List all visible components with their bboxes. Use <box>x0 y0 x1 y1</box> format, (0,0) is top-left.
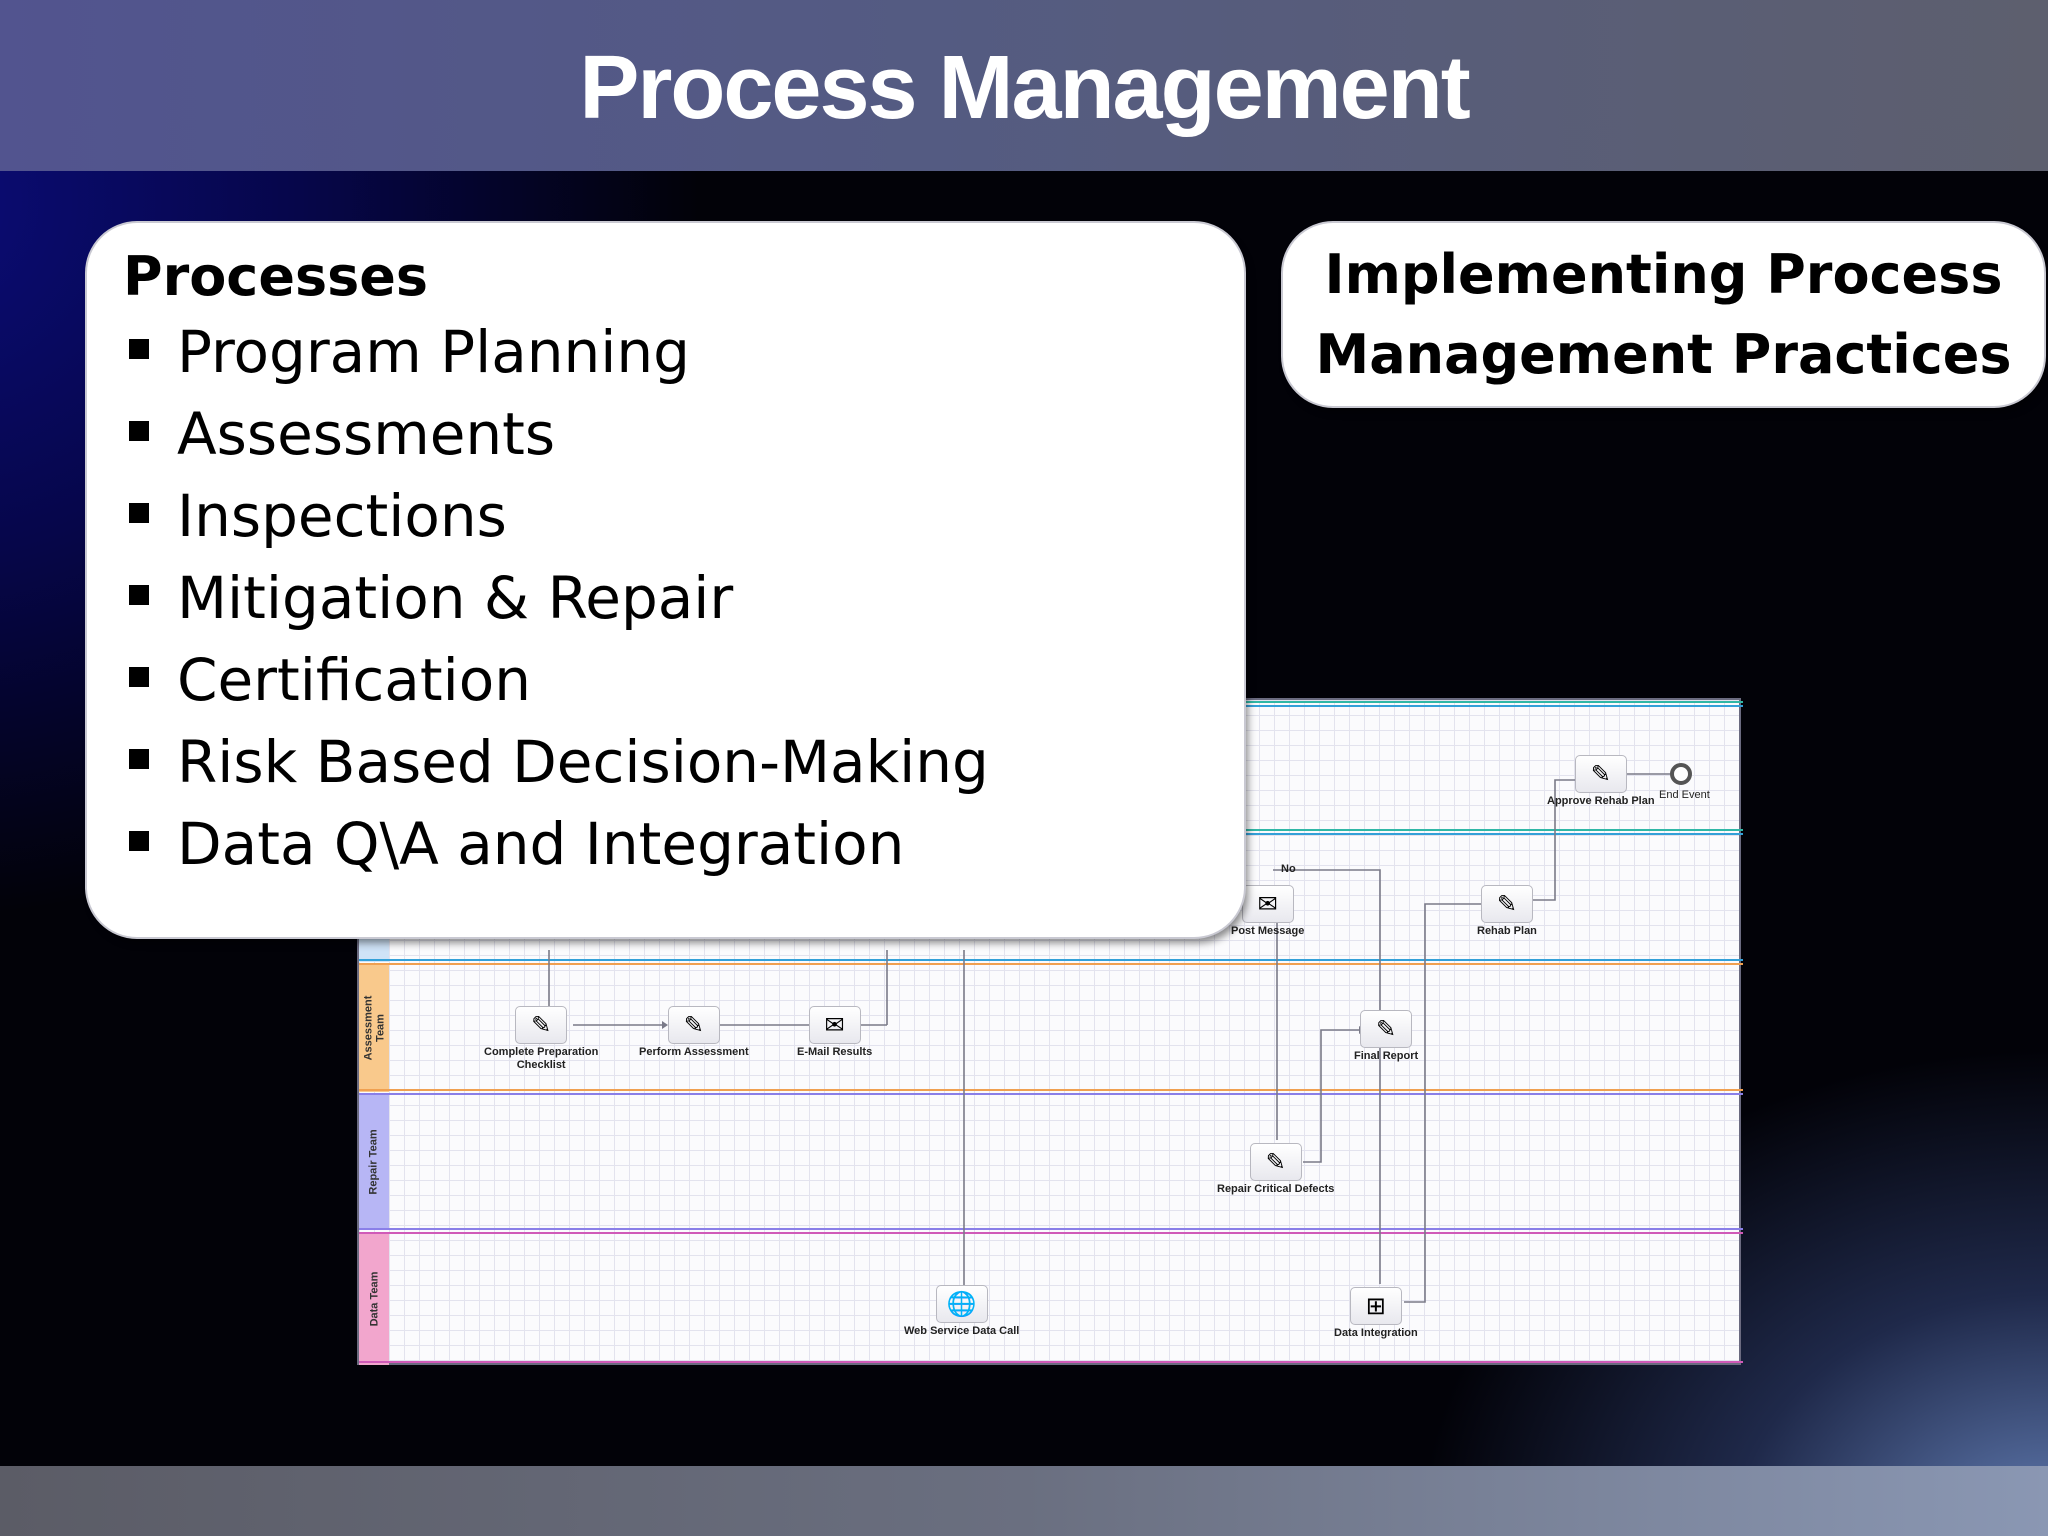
square-bullet-icon <box>129 667 149 687</box>
lane-label-assessment: Assessment Team <box>362 995 387 1061</box>
task-web-service-data-call[interactable]: 🌐 Web Service Data Call <box>904 1285 1019 1338</box>
task-complete-preparation-checklist[interactable]: ✎ Complete Preparation Checklist <box>484 1006 598 1072</box>
lane-band-assessment <box>359 964 389 1092</box>
integration-icon: ⊞ <box>1349 1287 1402 1325</box>
list-item: Certification <box>123 639 1208 721</box>
slide-title: Process Management <box>579 38 1470 138</box>
pencil-note-icon: ✎ <box>515 1006 568 1044</box>
message-icon: ✉ <box>1241 885 1294 923</box>
pencil-note-icon: ✎ <box>1360 1010 1413 1048</box>
list-item: Inspections <box>123 475 1208 557</box>
square-bullet-icon <box>129 831 149 851</box>
pencil-note-icon: ✎ <box>1249 1143 1302 1181</box>
list-item: Assessments <box>123 393 1208 475</box>
square-bullet-icon <box>129 585 149 605</box>
end-event-icon[interactable] <box>1670 763 1692 785</box>
practices-line-2: Management Practices <box>1315 322 2012 386</box>
lane-label-data: Data Team <box>368 1271 381 1327</box>
practices-line-1: Implementing Process <box>1324 242 2003 306</box>
square-bullet-icon <box>129 421 149 441</box>
task-approve-rehab-plan[interactable]: ✎ Approve Rehab Plan <box>1547 755 1655 808</box>
list-item: Data Q\A and Integration <box>123 803 1208 885</box>
square-bullet-icon <box>129 749 149 769</box>
processes-card: Processes Program Planning Assessments I… <box>87 223 1244 937</box>
list-item: Risk Based Decision-Making <box>123 721 1208 803</box>
task-post-message[interactable]: ✉ Post Message <box>1231 885 1304 938</box>
task-repair-critical-defects[interactable]: ✎ Repair Critical Defects <box>1217 1143 1334 1196</box>
square-bullet-icon <box>129 339 149 359</box>
task-data-integration[interactable]: ⊞ Data Integration <box>1334 1287 1418 1340</box>
task-rehab-plan[interactable]: ✎ Rehab Plan <box>1477 885 1537 938</box>
task-email-results[interactable]: ✉ E-Mail Results <box>797 1006 872 1059</box>
footer-bar <box>0 1466 2048 1536</box>
email-icon: ✉ <box>808 1006 861 1044</box>
list-item: Mitigation & Repair <box>123 557 1208 639</box>
processes-list: Program Planning Assessments Inspections… <box>123 311 1208 885</box>
task-perform-assessment[interactable]: ✎ Perform Assessment <box>639 1006 749 1059</box>
task-final-report[interactable]: ✎ Final Report <box>1354 1010 1418 1063</box>
end-event-label: End Event <box>1659 789 1710 801</box>
title-bar: Process Management <box>0 0 2048 171</box>
pencil-note-icon: ✎ <box>667 1006 720 1044</box>
list-item: Program Planning <box>123 311 1208 393</box>
lane-band-repair <box>359 1094 389 1230</box>
globe-icon: 🌐 <box>935 1285 988 1323</box>
practices-card: Implementing Process Management Practice… <box>1283 223 2044 406</box>
processes-heading: Processes <box>123 245 428 308</box>
lane-label-repair: Repair Team <box>368 1129 380 1195</box>
no-branch-label: No <box>1281 863 1296 875</box>
square-bullet-icon <box>129 503 149 523</box>
pencil-note-icon: ✎ <box>1480 885 1533 923</box>
lane-band-data <box>359 1233 389 1365</box>
pencil-note-icon: ✎ <box>1574 755 1627 793</box>
